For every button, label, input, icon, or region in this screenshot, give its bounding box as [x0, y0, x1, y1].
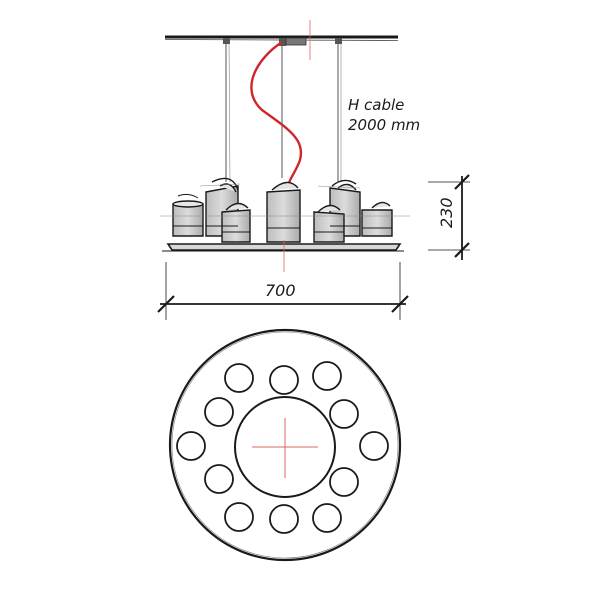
plan-view	[168, 328, 402, 562]
power-cable	[250, 41, 303, 189]
shade	[266, 181, 301, 243]
plan-center-cross	[252, 418, 318, 478]
shade	[172, 193, 204, 237]
ceiling-anchors	[223, 20, 342, 60]
width-dimension-label: 700	[265, 281, 296, 300]
shade	[361, 201, 393, 237]
shade-hole	[329, 399, 359, 429]
shade-hole	[329, 467, 359, 497]
cable-label-line2: 2000 mm	[348, 116, 420, 134]
shade-hole	[269, 504, 299, 534]
plan-shade-holes	[176, 361, 389, 534]
lamp-shades	[160, 177, 410, 243]
cable-label-line1: H cable	[348, 96, 404, 114]
shade-hole	[204, 397, 234, 427]
shade-hole	[224, 502, 254, 532]
suspension-wires	[225, 43, 342, 183]
lamp-base-plate	[162, 243, 404, 252]
shade-hole	[359, 431, 389, 461]
height-dimension: 230	[428, 174, 470, 260]
shade-hole	[176, 431, 206, 461]
shade-bands	[173, 225, 392, 233]
shade-hole	[204, 464, 234, 494]
height-dimension-label: 230	[437, 197, 456, 228]
elevation-view	[160, 20, 410, 272]
cable-annotation: H cable 2000 mm	[348, 96, 420, 134]
shade-hole	[224, 363, 254, 393]
width-dimension: 700	[157, 262, 409, 320]
shade-hole	[312, 503, 342, 533]
shade-hole	[312, 361, 342, 391]
shade-hole	[269, 365, 299, 395]
